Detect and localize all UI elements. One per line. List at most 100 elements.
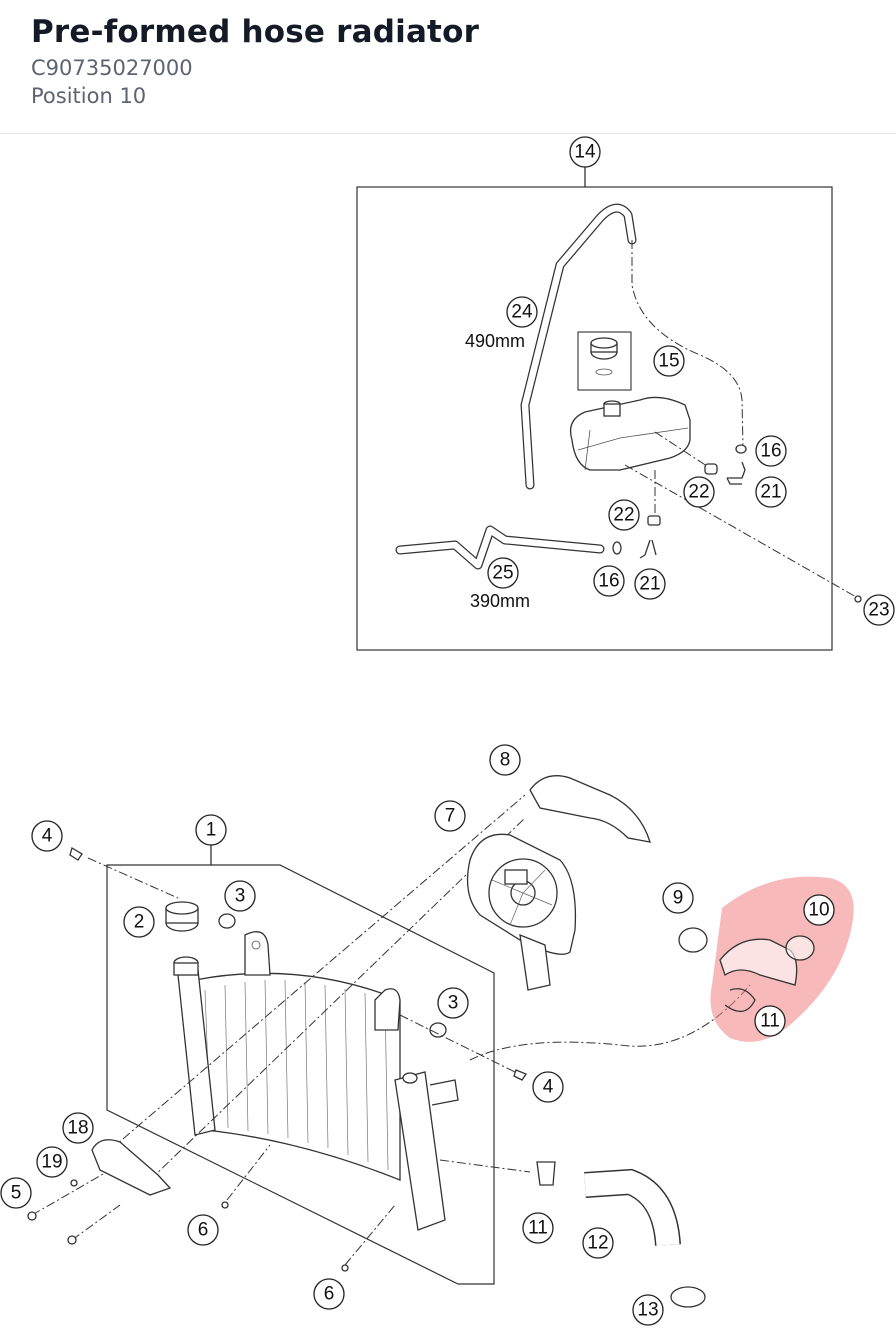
callout-2[interactable]: 2 xyxy=(123,906,155,938)
clamp-11-part xyxy=(536,1161,556,1186)
svg-text:21: 21 xyxy=(639,574,660,595)
callout-14[interactable]: 14 xyxy=(569,136,601,168)
clamp-9-part xyxy=(678,927,708,953)
callout-24[interactable]: 24 xyxy=(506,296,538,328)
svg-text:8: 8 xyxy=(500,750,511,771)
route-fan-b xyxy=(149,817,526,1181)
callout-19[interactable]: 19 xyxy=(36,1146,68,1178)
svg-text:4: 4 xyxy=(543,1077,554,1098)
svg-text:22: 22 xyxy=(613,505,634,526)
radiator-part xyxy=(173,931,459,1231)
screw-23-part xyxy=(854,595,862,603)
callout-21-upper[interactable]: 21 xyxy=(755,476,787,508)
route-screw6a xyxy=(226,1144,271,1201)
fittings-lower-part xyxy=(612,470,661,559)
washer-19-part xyxy=(70,1179,78,1187)
bracket-18-part xyxy=(91,1139,172,1196)
hose-25-part xyxy=(395,525,605,570)
callout-13[interactable]: 13 xyxy=(632,1294,664,1326)
callout-22-lower[interactable]: 22 xyxy=(608,499,640,531)
svg-text:6: 6 xyxy=(324,1284,335,1305)
callout-4-lower[interactable]: 4 xyxy=(532,1071,564,1103)
svg-text:16: 16 xyxy=(598,571,619,592)
callout-1[interactable]: 1 xyxy=(195,814,227,846)
callout-23[interactable]: 23 xyxy=(863,594,895,626)
svg-text:21: 21 xyxy=(760,482,781,503)
callout-12[interactable]: 12 xyxy=(582,1227,614,1259)
svg-text:16: 16 xyxy=(760,441,781,462)
svg-text:6: 6 xyxy=(198,1220,209,1241)
fan-bracket-part xyxy=(529,775,651,843)
callout-22-upper[interactable]: 22 xyxy=(683,476,715,508)
svg-text:11: 11 xyxy=(760,1011,780,1032)
route-screw5 xyxy=(31,1169,111,1216)
clamp-13-part xyxy=(670,1286,706,1308)
svg-text:2: 2 xyxy=(134,912,145,933)
callout-10[interactable]: 10 xyxy=(803,894,835,926)
svg-text:4: 4 xyxy=(42,826,53,847)
callout-3-upper[interactable]: 3 xyxy=(224,880,256,912)
callout-6-lower[interactable]: 6 xyxy=(313,1278,345,1310)
route-screw5b xyxy=(71,1204,121,1241)
bolt-4-upper xyxy=(69,847,83,861)
svg-text:7: 7 xyxy=(445,806,456,827)
svg-text:9: 9 xyxy=(673,888,684,909)
route-fan-a xyxy=(109,794,526,1151)
callout-25[interactable]: 25 xyxy=(487,557,519,589)
grommet-3-upper xyxy=(218,913,236,929)
page-title: Pre-formed hose radiator xyxy=(31,14,480,50)
callout-16-upper[interactable]: 16 xyxy=(755,435,787,467)
callout-11-lower[interactable]: 11 xyxy=(522,1212,554,1244)
callout-21-lower[interactable]: 21 xyxy=(634,568,666,600)
route-hose11 xyxy=(469,984,751,1061)
callout-15[interactable]: 15 xyxy=(653,345,685,377)
svg-text:13: 13 xyxy=(637,1300,658,1321)
svg-text:11: 11 xyxy=(528,1218,548,1239)
svg-text:22: 22 xyxy=(688,482,709,503)
callout-6-upper[interactable]: 6 xyxy=(187,1214,219,1246)
screw-6b-part xyxy=(341,1264,349,1272)
callout-8[interactable]: 8 xyxy=(489,744,521,776)
callout-18[interactable]: 18 xyxy=(62,1112,94,1144)
hose-12-part xyxy=(584,1168,681,1247)
callout-3-lower[interactable]: 3 xyxy=(437,987,469,1019)
hose-24-length: 490mm xyxy=(465,331,525,351)
callout-7[interactable]: 7 xyxy=(434,800,466,832)
route-clamp11 xyxy=(439,1159,531,1173)
screw-5-part xyxy=(27,1211,37,1221)
hose-route-line xyxy=(631,240,744,449)
bolt-4-lower xyxy=(513,1069,527,1081)
hose-25-length: 390mm xyxy=(470,591,530,611)
position-label: Position 10 xyxy=(31,84,147,108)
callout-5[interactable]: 5 xyxy=(0,1177,32,1209)
cooling-fan-part xyxy=(466,833,577,991)
svg-text:3: 3 xyxy=(448,993,459,1014)
svg-text:10: 10 xyxy=(808,900,829,921)
callout-11-upper[interactable]: 11 xyxy=(754,1005,786,1037)
coolant-kit-box xyxy=(356,166,833,651)
svg-text:5: 5 xyxy=(11,1183,22,1204)
callout-4-upper[interactable]: 4 xyxy=(31,820,63,852)
radiator-cap-part xyxy=(165,901,199,932)
callout-16-lower[interactable]: 16 xyxy=(593,565,625,597)
hose-24-part xyxy=(520,203,637,490)
route-cap xyxy=(87,857,179,899)
svg-text:14: 14 xyxy=(574,142,596,163)
svg-text:25: 25 xyxy=(492,563,513,584)
screw-23-route xyxy=(624,464,859,599)
screw-6a-part xyxy=(221,1201,229,1209)
svg-text:23: 23 xyxy=(868,600,889,621)
svg-text:19: 19 xyxy=(41,1152,62,1173)
callout-9[interactable]: 9 xyxy=(662,882,694,914)
route-screw6b xyxy=(344,1204,396,1266)
svg-text:3: 3 xyxy=(235,886,246,907)
page-header: Pre-formed hose radiator C90735027000 Po… xyxy=(0,0,896,134)
svg-text:15: 15 xyxy=(658,351,679,372)
route-bolt4 xyxy=(399,1014,516,1073)
svg-text:12: 12 xyxy=(587,1233,608,1254)
radiator-frame xyxy=(106,864,495,1285)
part-number: C90735027000 xyxy=(31,56,193,80)
coolant-reservoir-part xyxy=(569,396,691,471)
fittings-upper-part xyxy=(654,431,747,485)
